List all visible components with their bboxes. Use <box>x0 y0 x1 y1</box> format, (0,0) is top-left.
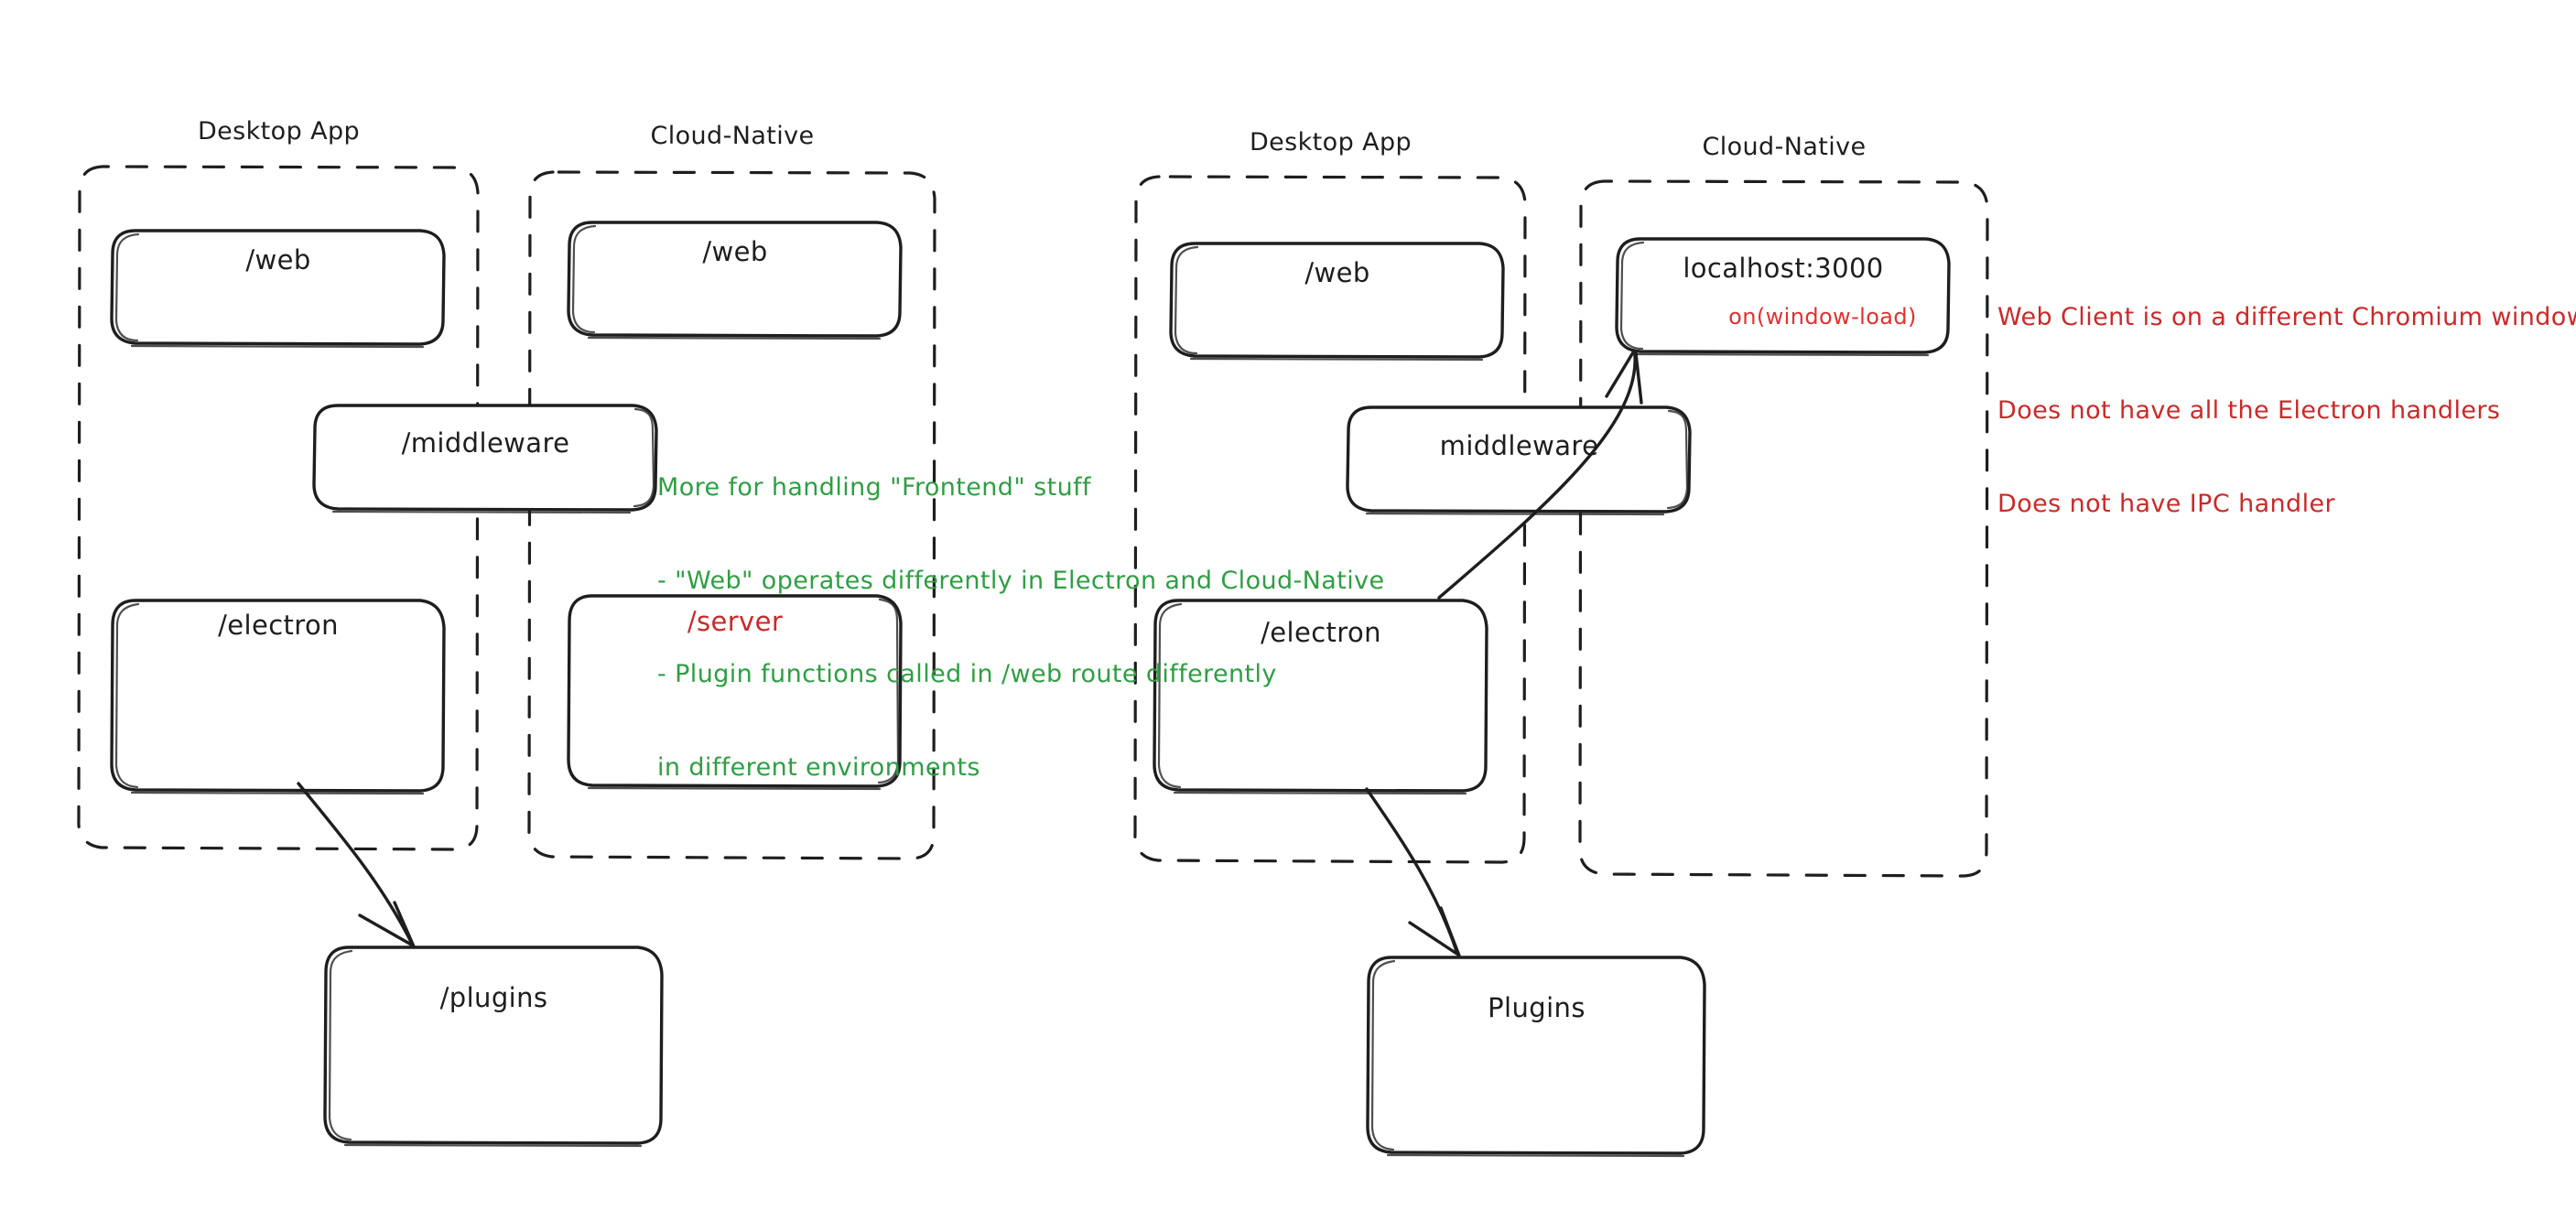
group-label-right-desktop-app: Desktop App <box>1249 128 1412 157</box>
node-label-left-electron: /electron <box>218 610 339 641</box>
node-label-right-plugins: Plugins <box>1488 992 1586 1023</box>
annotation-line: - "Web" operates differently in Electron… <box>657 567 1385 595</box>
node-label-left-cloud-web: /web <box>702 236 768 267</box>
group-label-right-cloud-native: Cloud-Native <box>1702 133 1867 161</box>
group-label-left-cloud-native: Cloud-Native <box>650 122 815 150</box>
edge-right-electron-to-localhost <box>1437 351 1643 600</box>
annotation-line: Does not have all the Electron handlers <box>1997 396 2501 425</box>
node-label-right-middleware: middleware <box>1439 430 1599 461</box>
node-right-plugins[interactable] <box>1366 956 1706 1158</box>
node-label-left-plugins: /plugins <box>439 982 548 1013</box>
node-label-right-localhost: localhost:3000 <box>1683 253 1884 284</box>
group-right-cloud-native <box>1578 179 1989 878</box>
node-label-left-desktop-web: /web <box>245 244 311 276</box>
annotation-line: Web Client is on a different Chromium wi… <box>1997 303 2576 331</box>
group-label-left-desktop-app: Desktop App <box>197 117 361 146</box>
node-sublabel-right-localhost: on(window-load) <box>1728 304 1917 330</box>
node-label-left-server: /server <box>687 606 784 637</box>
node-label-left-middleware: /middleware <box>401 427 570 459</box>
annotation-right-red: Web Client is on a different Chromium wi… <box>1997 240 2576 582</box>
annotation-line: - Plugin functions called in /web route … <box>657 660 1277 688</box>
annotation-line: in different environments <box>657 753 980 782</box>
node-left-plugins[interactable] <box>323 946 664 1148</box>
annotation-line: Does not have IPC handler <box>1997 490 2336 518</box>
annotation-line: More for handling "Frontend" stuff <box>657 473 1091 502</box>
node-label-right-desktop-web: /web <box>1304 257 1370 288</box>
annotation-left-green: More for handling "Frontend" stuff - "We… <box>657 410 1385 846</box>
edge-left-electron-to-plugins <box>297 782 416 948</box>
node-left-middleware[interactable] <box>312 404 658 514</box>
node-label-right-electron: /electron <box>1261 617 1381 648</box>
